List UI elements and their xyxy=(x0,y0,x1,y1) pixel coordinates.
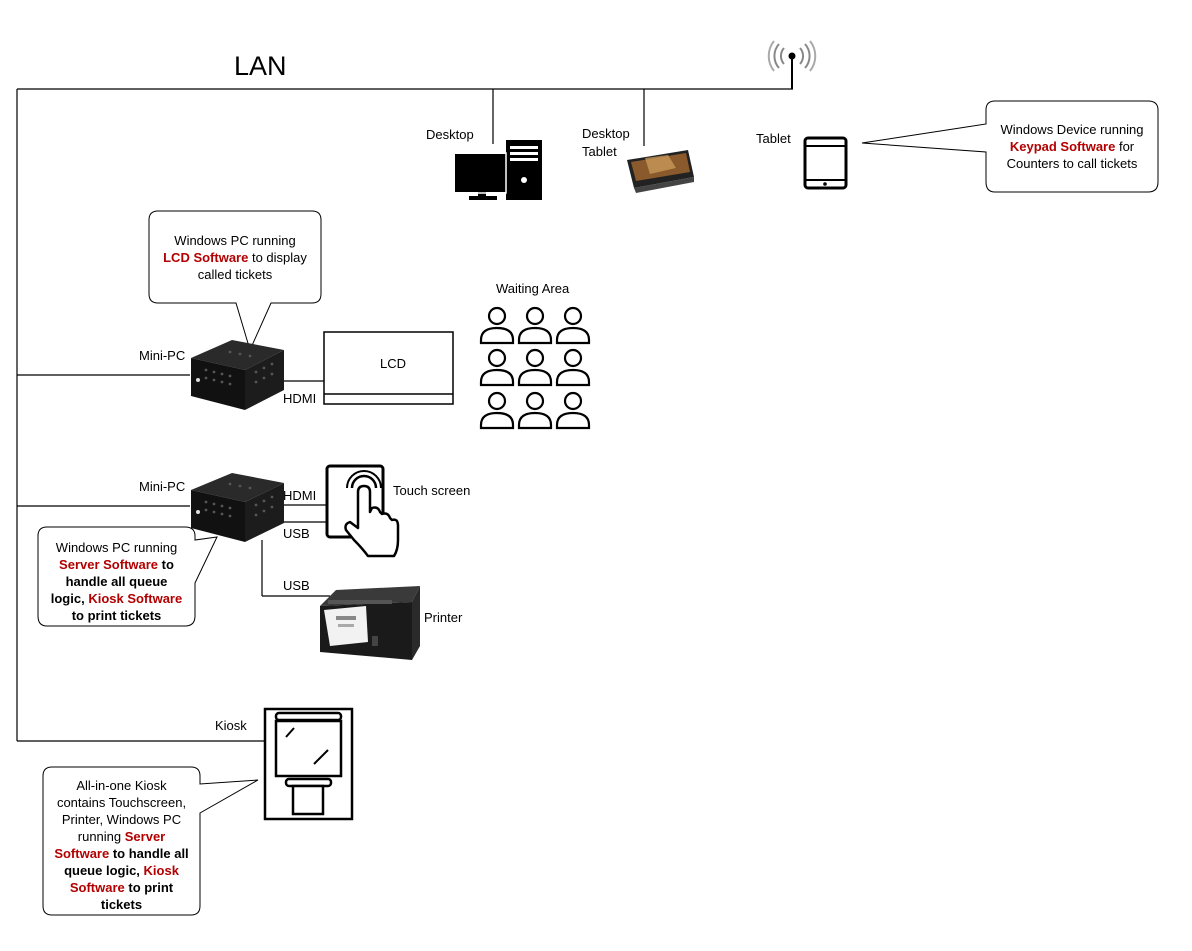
kiosk-callout-line4: running Server xyxy=(77,829,166,844)
tablet-label: Tablet xyxy=(756,131,791,146)
server-highlight: Server xyxy=(124,829,166,844)
desktop-tablet-label-line2: Tablet xyxy=(582,144,617,159)
lcd-screen-icon xyxy=(323,331,454,405)
person-icon xyxy=(555,348,591,387)
kiosk-callout: All-in-one Kiosk contains Touchscreen, P… xyxy=(45,777,198,913)
lcd-callout-line3: called tickets xyxy=(197,267,273,282)
kiosk-software-highlight: Kiosk Software xyxy=(88,591,183,606)
touch-screen-label: Touch screen xyxy=(393,483,471,498)
lcd-label: LCD xyxy=(380,356,407,371)
kiosk-callout-line6: queue logic, Kiosk xyxy=(64,863,179,878)
desktop-label: Desktop xyxy=(426,127,474,142)
waiting-area-label: Waiting Area xyxy=(496,281,570,296)
tablet-callout: Windows Device running Keypad Software f… xyxy=(988,121,1156,172)
mini-pc-icon xyxy=(191,340,284,410)
server-callout: Windows PC running Server Software to ha… xyxy=(40,539,193,624)
kiosk-callout-shape xyxy=(42,766,259,916)
lan-label: LAN xyxy=(234,51,287,81)
kiosk-callout-line1: All-in-one Kiosk xyxy=(76,778,167,793)
kiosk-callout-line5: Software to handle all xyxy=(54,846,189,861)
software-highlight: Software xyxy=(54,846,110,861)
hdmi-touch-label: HDMI xyxy=(283,488,317,503)
kiosk-software-highlight-2: Software xyxy=(69,880,125,895)
kiosk-icon xyxy=(263,707,354,821)
usb-printer-label: USB xyxy=(283,578,310,593)
desktop-tablet-icon xyxy=(627,150,694,193)
wifi-antenna-icon xyxy=(767,40,817,89)
tablet-callout-line2: Keypad Software for xyxy=(1009,139,1135,154)
lcd-software-highlight: LCD Software xyxy=(163,250,249,265)
tablet-icon xyxy=(803,136,848,190)
server-callout-line3: handle all queue xyxy=(65,574,168,589)
receipt-printer-icon xyxy=(320,586,420,660)
mini-pc-1-label: Mini-PC xyxy=(139,348,186,363)
kiosk-callout-line3: Printer, Windows PC xyxy=(61,812,182,827)
person-icon xyxy=(479,306,515,345)
server-callout-line5: to print tickets xyxy=(71,608,162,623)
mini-pc-icon xyxy=(191,473,284,542)
waiting-area-people xyxy=(479,306,591,430)
hdmi-lcd-label: HDMI xyxy=(283,391,317,406)
tablet-callout-shape xyxy=(861,100,1159,193)
printer-label: Printer xyxy=(424,610,463,625)
tablet-callout-line1: Windows Device running xyxy=(1000,122,1144,137)
lan-connections xyxy=(16,88,793,742)
desktop-computer-icon xyxy=(453,140,542,200)
kiosk-callout-line8: tickets xyxy=(100,897,143,912)
person-icon xyxy=(517,306,553,345)
server-callout-line1: Windows PC running xyxy=(55,540,178,555)
keypad-software-highlight: Keypad Software xyxy=(1009,139,1116,154)
person-icon xyxy=(555,306,591,345)
lcd-callout-shape xyxy=(148,210,322,352)
lcd-callout-line1: Windows PC running xyxy=(174,233,296,248)
server-callout-line4: logic, Kiosk Software xyxy=(50,591,183,606)
callout-shapes xyxy=(37,100,1159,916)
kiosk-callout-line2: contains Touchscreen, xyxy=(56,795,187,810)
desktop-tablet-label-line1: Desktop xyxy=(582,126,630,141)
person-icon xyxy=(479,391,515,430)
mini-pc-2-label: Mini-PC xyxy=(139,479,186,494)
touch-screen-icon xyxy=(325,464,400,558)
person-icon xyxy=(479,348,515,387)
kiosk-highlight: Kiosk xyxy=(143,863,179,878)
server-callout-line2: Server Software to xyxy=(59,557,174,572)
person-icon xyxy=(555,391,591,430)
usb-touch-label: USB xyxy=(283,526,310,541)
lcd-callout-line2: LCD Software to display xyxy=(163,250,307,265)
kiosk-label: Kiosk xyxy=(215,718,247,733)
server-software-highlight: Server Software xyxy=(59,557,159,572)
tablet-callout-line3: Counters to call tickets xyxy=(1006,156,1138,171)
person-icon xyxy=(517,391,553,430)
lcd-callout: Windows PC running LCD Software to displ… xyxy=(151,232,319,283)
person-icon xyxy=(517,348,553,387)
kiosk-callout-line7: Software to print xyxy=(69,880,174,895)
server-callout-shape xyxy=(37,526,218,627)
